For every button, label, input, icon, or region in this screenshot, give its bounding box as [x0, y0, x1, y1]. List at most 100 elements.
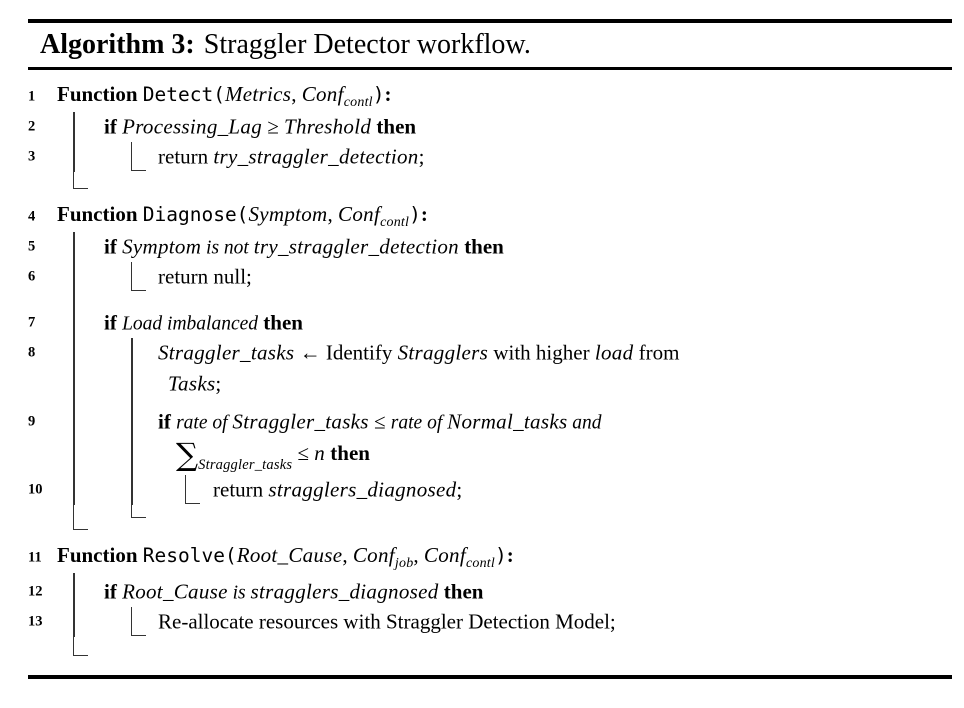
algo-segment-sum: ∑	[176, 436, 199, 473]
algo-segment-txt: return	[213, 477, 269, 502]
algo-segment-var: Conf	[352, 543, 395, 567]
algo-segment-emph: is	[227, 582, 251, 604]
block-indent-rule	[73, 573, 75, 577]
algo-segment-var: Root_Cause	[122, 579, 228, 604]
algo-segment-sub: contl	[380, 215, 410, 230]
algo-segment-var: n	[314, 440, 326, 465]
block-indent-rule	[73, 112, 75, 142]
title-separator-rule	[28, 67, 952, 70]
block-indent-rule	[73, 368, 75, 400]
algo-segment-kw: :	[384, 82, 392, 106]
algo-segment-kw: then	[258, 310, 303, 335]
algo-statement-text: Straggler_tasks ← Identify Stragglers wi…	[158, 340, 680, 365]
algo-segment-var: Symptom	[122, 234, 202, 259]
line-number: 11	[28, 549, 42, 566]
algo-segment-var: Conf	[338, 202, 381, 226]
algo-statement-text: ∑Straggler_tasks ≤ n then	[176, 436, 370, 473]
algo-line-row: 2 if Processing_Lag ≥ Threshold then	[0, 112, 964, 142]
algo-segment-var: Conf	[423, 543, 466, 567]
block-indent-rule	[73, 262, 75, 292]
algo-segment-txt: ,	[342, 543, 353, 567]
line-number: 6	[28, 268, 36, 285]
algo-gap-row	[0, 505, 964, 533]
line-number: 3	[28, 148, 36, 165]
algo-segment-fn: Resolve(	[142, 544, 237, 567]
block-indent-rule	[131, 400, 133, 407]
line-number: 2	[28, 118, 36, 135]
algo-segment-emph: is not	[201, 237, 254, 259]
algo-segment-txt: ← Identify	[294, 340, 398, 365]
algo-segment-txt: Re-allocate resources with Straggler Det…	[158, 609, 616, 634]
algo-gap-row	[0, 400, 964, 407]
algo-segment-txt: ;	[456, 477, 463, 502]
algo-segment-txt: return null;	[158, 264, 252, 289]
algo-statement-text: return null;	[158, 264, 252, 289]
algo-segment-var: Processing_Lag	[122, 114, 262, 139]
algo-statement-text: if Processing_Lag ≥ Threshold then	[104, 114, 417, 139]
algo-segment-kw: then	[458, 234, 504, 259]
line-number: 8	[28, 344, 36, 361]
algo-segment-var: Metrics	[224, 82, 292, 106]
algo-segment-var: Symptom	[248, 202, 328, 226]
block-indent-rule	[73, 577, 75, 607]
algo-gap-row	[0, 292, 964, 308]
algo-segment-fn: )	[372, 83, 385, 106]
algo-segment-kw: if	[104, 114, 123, 139]
algo-segment-txt: with higher	[488, 340, 595, 365]
block-indent-rule	[73, 407, 75, 437]
algo-segment-txt: ≤	[292, 440, 315, 465]
line-number: 4	[28, 208, 36, 225]
block-end-hook	[131, 505, 146, 518]
algo-statement-text: if Root_Cause is stragglers_diagnosed th…	[104, 581, 483, 603]
line-number: 13	[28, 613, 43, 630]
algo-segment-var: Straggler_tasks	[158, 340, 295, 365]
line-number: 9	[28, 413, 36, 430]
block-end-hook	[73, 172, 88, 189]
algo-line-row: 6 return null;	[0, 262, 964, 292]
algo-segment-fn: )	[494, 544, 507, 567]
algo-segment-txt: ;	[215, 371, 222, 396]
block-indent-rule	[73, 232, 75, 262]
algo-segment-emph: rate of	[176, 412, 233, 434]
algo-segment-kw: if	[158, 409, 177, 434]
algo-segment-emph: Load imbalanced	[122, 313, 259, 335]
algo-gap-row	[0, 573, 964, 577]
algo-segment-fn: Detect(	[142, 83, 225, 106]
block-indent-rule	[131, 437, 133, 475]
algo-segment-var: Tasks	[168, 371, 216, 396]
algo-segment-txt: ,	[413, 543, 424, 567]
algo-statement-text: Tasks;	[168, 371, 222, 396]
algo-segment-var: Conf	[301, 82, 344, 106]
bottom-rule	[28, 675, 952, 679]
algo-segment-kw: if	[104, 234, 123, 259]
algo-statement-text: Re-allocate resources with Straggler Det…	[158, 609, 616, 634]
algo-statement-text: return stragglers_diagnosed;	[213, 477, 463, 502]
algo-segment-kw: if	[104, 579, 123, 604]
algo-segment-kw: then	[371, 114, 417, 139]
algo-line-row: 8 Straggler_tasks ← Identify Stragglers w…	[0, 338, 964, 368]
algo-segment-var: Root_Cause	[236, 543, 343, 567]
block-indent-rule	[131, 338, 133, 368]
top-rule	[28, 19, 952, 23]
algo-segment-kw: if	[104, 310, 123, 335]
block-indent-rule	[73, 400, 75, 407]
block-end-hook	[131, 262, 146, 291]
algo-segment-var: stragglers_diagnosed	[268, 477, 457, 502]
algo-segment-var: Straggler_tasks	[232, 409, 369, 434]
algo-segment-txt: from	[633, 340, 680, 365]
block-end-hook	[73, 505, 88, 530]
block-indent-rule	[73, 475, 75, 505]
block-indent-rule	[73, 437, 75, 475]
algo-segment-txt: ≥	[262, 114, 285, 139]
line-number: 7	[28, 314, 36, 331]
algo-statement-text: Function Diagnose(Symptom, Confcontl):	[57, 204, 428, 230]
block-indent-rule	[73, 308, 75, 338]
algo-line-row: 7 if Load imbalanced then	[0, 308, 964, 338]
